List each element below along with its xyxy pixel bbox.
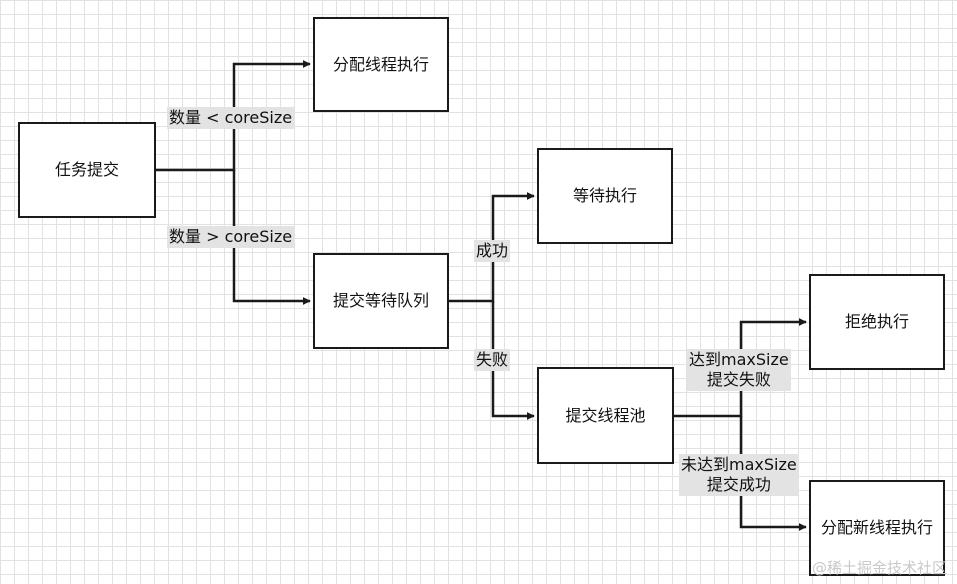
label-count-gt-coresize: 数量 > coreSize xyxy=(167,226,295,248)
node-allocate-thread: 分配线程执行 xyxy=(313,17,449,112)
edge-queue-to-pool xyxy=(491,301,535,420)
node-submit-pool: 提交线程池 xyxy=(537,367,674,464)
node-reject-execute: 拒绝执行 xyxy=(809,274,945,370)
watermark: @稀土掘金技术社区 xyxy=(811,559,947,577)
label-success: 成功 xyxy=(474,240,511,262)
edge-pool-to-new-thread xyxy=(739,416,807,531)
label-fail: 失败 xyxy=(474,349,511,371)
label-not-reached-maxsize: 未达到maxSize 提交成功 xyxy=(679,454,799,496)
edge-submit-to-queue xyxy=(232,170,311,305)
node-submit-queue: 提交等待队列 xyxy=(313,253,449,349)
label-reached-maxsize: 达到maxSize 提交失败 xyxy=(687,349,791,391)
node-wait-execute: 等待执行 xyxy=(537,148,673,244)
label-count-lt-coresize: 数量 < coreSize xyxy=(167,107,295,129)
node-task-submit: 任务提交 xyxy=(18,122,156,218)
node-new-thread-execute: 分配新线程执行 xyxy=(809,480,945,576)
